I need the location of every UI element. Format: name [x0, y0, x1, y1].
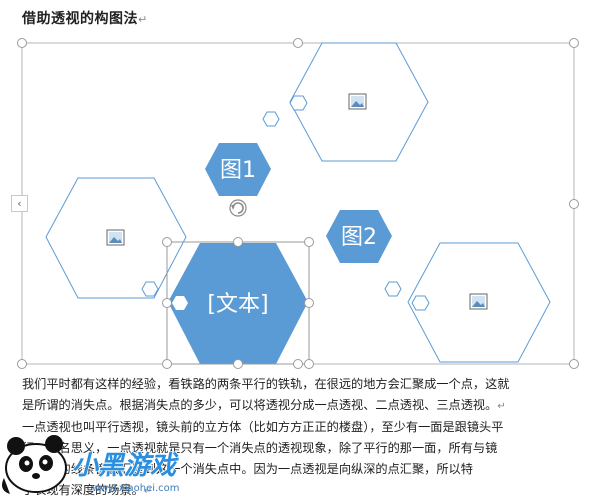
shape-handles[interactable] [233, 359, 243, 369]
picture-placeholder-icon[interactable] [469, 293, 488, 310]
picture-placeholder-icon[interactable] [106, 229, 125, 246]
panda-mascot-icon [2, 435, 67, 494]
shape1-label: 图1 [220, 158, 256, 183]
body-line: 一点透视也叫平行透视，镜头前的立方体（比如方方正正的楼盘），至少有一面是跟镜头平 [22, 420, 504, 434]
small-hexagon [262, 111, 280, 127]
small-hexagon [384, 281, 402, 297]
picture-placeholder-icon[interactable] [348, 93, 367, 110]
page-title: 借助透视的构图法↵ [22, 11, 148, 27]
hexagon-shape-1[interactable] [205, 143, 271, 196]
watermark-brand: 小黑游戏 [72, 451, 179, 481]
small-hexagon [172, 296, 188, 310]
shape2-label: 图2 [341, 225, 377, 250]
watermark-logo: 小黑游戏 www.xiaohei.com [2, 435, 180, 494]
body-line: 头垂直的线条都会汇聚到这一个消失点中。因为一点透视是向纵深的点汇聚，所以特 [22, 462, 473, 476]
small-hexagon [141, 281, 159, 297]
body-text: 我们平时都有这样的经验，看铁路的两条平行的铁轨，在很远的地方会汇聚成一个点，这就… [22, 374, 582, 502]
body-line: 我们平时都有这样的经验，看铁路的两条平行的铁轨，在很远的地方会汇聚成一个点，这就 [22, 377, 510, 391]
watermark-url: www.xiaohei.com [92, 483, 180, 494]
small-hexagon [411, 295, 430, 311]
body-line: 行，顾名思义，一点透视就是只有一个消失点的透视现象，除了平行的那一面，所有与镜 [22, 441, 498, 455]
hexagon-shape-2[interactable] [326, 210, 392, 263]
chevron-left-icon[interactable]: ‹ [11, 195, 28, 212]
shape-handles[interactable] [162, 237, 314, 369]
frame-handles[interactable] [17, 38, 579, 369]
rotate-handle-icon[interactable] [229, 199, 247, 217]
text-placeholder[interactable]: [文本] [207, 292, 268, 317]
body-line: 是所谓的消失点。根据消失点的多少，可以将透视分成一点透视、二点透视、三点透视。↵ [22, 398, 506, 412]
hexagon-text-shape[interactable] [168, 243, 308, 364]
small-hexagon [289, 95, 308, 111]
